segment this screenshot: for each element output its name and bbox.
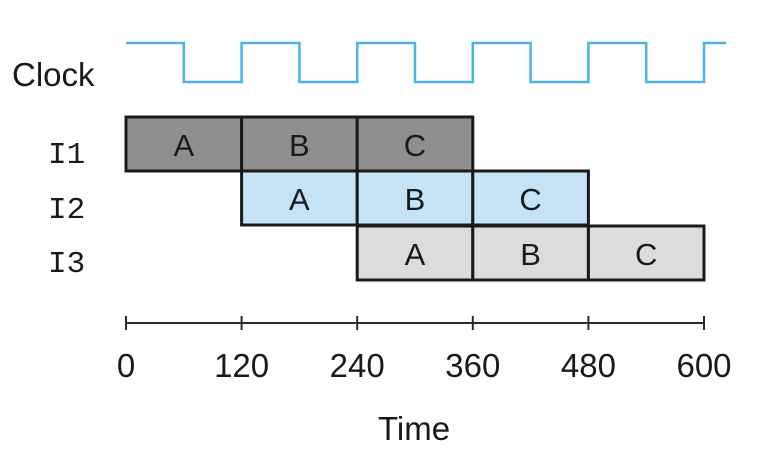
time-axis-ticks: 0 120 240 360 480 600 xyxy=(117,316,732,384)
instruction-label-i3: I3 xyxy=(48,247,85,282)
axis-tick-label-0: 0 xyxy=(117,347,135,384)
time-axis-label: Time xyxy=(378,410,450,447)
stage-label-i2-b: B xyxy=(405,182,426,217)
stage-cell-i1-a xyxy=(124,115,244,173)
instruction-row-i3: I3 A B C xyxy=(48,224,706,282)
clock-waveform xyxy=(126,41,726,84)
stage-label-i1-c: C xyxy=(404,128,426,163)
stage-label-i3-c: C xyxy=(635,237,657,272)
stage-label-i3-b: B xyxy=(520,237,541,272)
clock-label: Clock xyxy=(12,56,95,93)
stage-cell-i3-a xyxy=(355,224,475,282)
stage-label-i2-a: A xyxy=(289,182,310,217)
axis-tick-label-360: 360 xyxy=(445,347,500,384)
axis-tick-label-240: 240 xyxy=(330,347,385,384)
instruction-row-i2: I2 A B C xyxy=(48,169,590,228)
instruction-row-i1: I1 A B C xyxy=(48,115,475,173)
stage-cell-i2-c xyxy=(471,169,590,227)
stage-label-i1-a: A xyxy=(173,128,194,163)
stage-label-i2-c: C xyxy=(519,182,541,217)
stage-cell-i3-b xyxy=(471,224,590,282)
axis-tick-label-480: 480 xyxy=(561,347,616,384)
stage-cell-i3-c xyxy=(586,224,706,282)
axis-tick-label-600: 600 xyxy=(676,347,731,384)
instruction-label-i2: I2 xyxy=(48,193,85,228)
stage-label-i1-b: B xyxy=(289,128,310,163)
stage-label-i3-a: A xyxy=(405,237,426,272)
axis-tick-label-120: 120 xyxy=(214,347,269,384)
instruction-label-i1: I1 xyxy=(48,138,85,173)
